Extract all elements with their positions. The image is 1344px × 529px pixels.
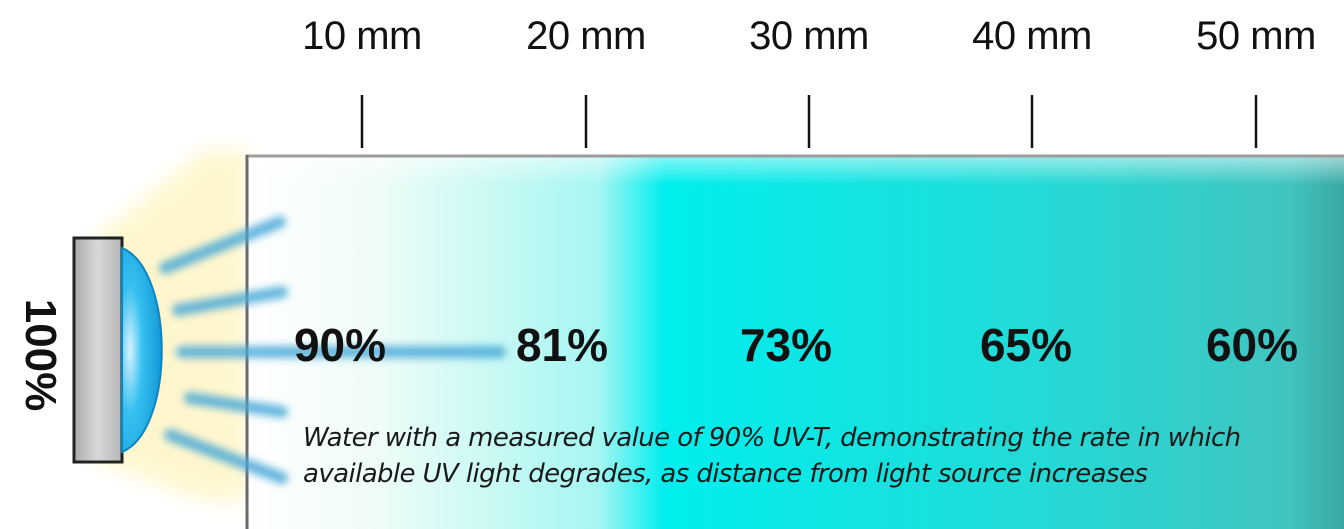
light-beam-5 (164, 429, 288, 484)
source-intensity-label: 100% (16, 298, 65, 412)
diagram-caption: Water with a measured value of 90% UV-T,… (303, 420, 1303, 492)
light-beam-4 (184, 392, 288, 418)
light-beam-1 (159, 216, 286, 274)
water-column (248, 155, 1344, 529)
transmittance-label-30mm: 73% (739, 319, 833, 371)
scale-label-50mm: 50 mm (1196, 14, 1316, 58)
transmittance-label-10mm: 90% (293, 319, 387, 371)
uv-lamp-icon (72, 236, 124, 464)
transmittance-label-20mm: 81% (515, 319, 609, 371)
transmittance-label-40mm: 65% (979, 319, 1073, 371)
water-surface-highlight (248, 155, 1344, 185)
transmittance-label-50mm: 60% (1205, 319, 1299, 371)
uv-lens-icon (121, 246, 163, 454)
scale-label-30mm: 30 mm (749, 14, 869, 58)
caption-line-1: Water with a measured value of 90% UV-T,… (303, 423, 1241, 453)
scale-label-10mm: 10 mm (302, 14, 422, 58)
light-beam-2 (172, 286, 288, 316)
scale-ticks (360, 95, 1258, 148)
scale-label-20mm: 20 mm (526, 14, 646, 58)
light-beam-icon (159, 216, 506, 484)
caption-line-2: available UV light degrades, as distance… (303, 459, 1148, 489)
scale-label-40mm: 40 mm (972, 14, 1092, 58)
